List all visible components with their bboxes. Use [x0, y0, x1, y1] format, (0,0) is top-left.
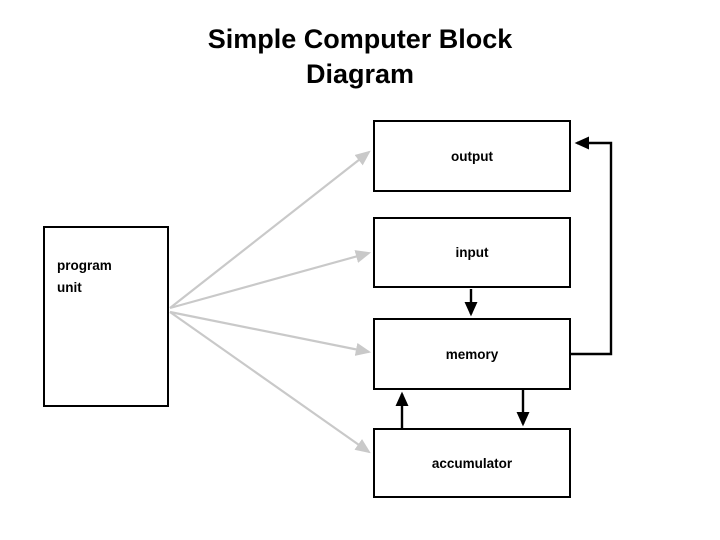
block-memory[interactable]: memory [373, 318, 571, 390]
block-input[interactable]: input [373, 217, 571, 288]
block-program-unit[interactable]: program unit [43, 226, 169, 407]
connector-program-unit-to-output [169, 150, 371, 309]
block-input-label: input [455, 245, 489, 260]
block-memory-label: memory [445, 346, 499, 362]
connector-program-unit-to-input [169, 250, 372, 310]
control-connectors [169, 150, 372, 454]
page-title: Simple Computer Block Diagram [207, 24, 513, 89]
block-accumulator-label: accumulator [431, 455, 513, 471]
block-accumulator[interactable]: accumulator [373, 428, 571, 498]
connector-program-unit-to-memory [169, 310, 372, 356]
block-output[interactable]: output [373, 120, 571, 192]
block-output-label: output [451, 148, 493, 164]
connector-memory-to-output [571, 136, 613, 356]
block-program-unit-label: program unit [57, 258, 112, 295]
connector-program-unit-to-accumulator [169, 311, 371, 454]
